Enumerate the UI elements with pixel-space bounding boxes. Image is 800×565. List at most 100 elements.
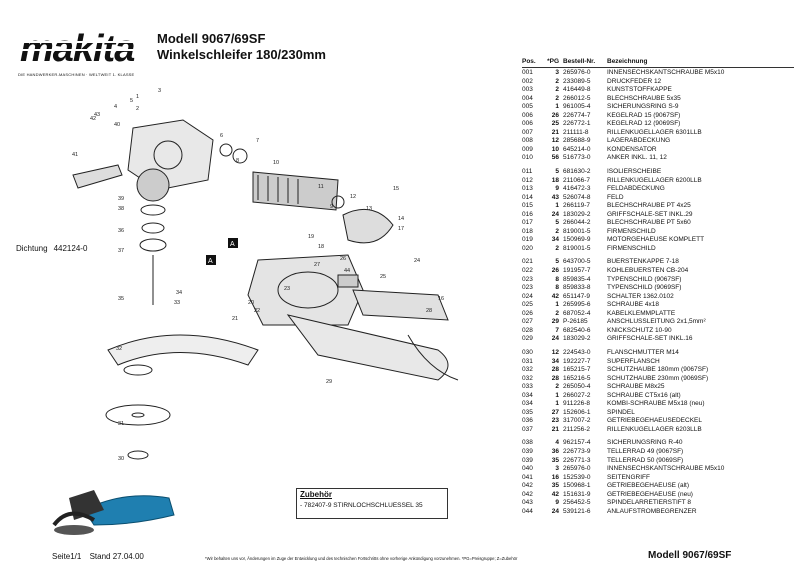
- row-pos: 043: [522, 499, 533, 507]
- row-pg: 36: [551, 447, 559, 455]
- row-pos: 036: [522, 417, 533, 425]
- row-order-no: 150969-9: [563, 236, 591, 244]
- callout-36: 36: [118, 228, 124, 234]
- callout-10: 10: [273, 160, 279, 166]
- row-description: RILLENKUGELLAGER 6200LLB: [607, 176, 702, 184]
- callout-11: 11: [318, 184, 324, 190]
- row-order-no: 819001-5: [563, 227, 591, 235]
- row-pg: 1: [555, 391, 559, 399]
- row-pg: 28: [551, 366, 559, 374]
- row-description: BLECHSCHRAUBE PT 5x60: [607, 219, 691, 227]
- row-order-no: 317007-2: [563, 417, 591, 425]
- marker-a-2: A: [208, 258, 213, 265]
- row-pg: 2: [555, 94, 559, 102]
- exploded-parts-diagram: A A 123456789101112131415161718192021222…: [72, 88, 459, 462]
- callout-27: 27: [314, 262, 320, 268]
- row-pg: 28: [551, 374, 559, 382]
- row-pos: 015: [522, 202, 533, 210]
- row-pg: 1: [555, 103, 559, 111]
- row-pg: 5: [555, 168, 559, 176]
- callout-25: 25: [380, 274, 386, 280]
- col-pos: Pos.: [522, 58, 536, 65]
- row-description: SCHRAUBE 4x18: [607, 301, 660, 309]
- row-order-no: 682540-6: [563, 326, 591, 334]
- footer-page-info: Seite1/1 Stand 27.04.00: [52, 552, 144, 561]
- row-order-no: 859835-4: [563, 275, 591, 283]
- row-pg: 21: [551, 128, 559, 136]
- callout-43: 43: [94, 112, 100, 118]
- row-pg: 3: [555, 465, 559, 473]
- row-pos: 011: [522, 168, 533, 176]
- row-order-no: 165215-7: [563, 366, 591, 374]
- row-pos: 003: [522, 86, 533, 94]
- callout-9: 9: [330, 204, 333, 210]
- row-order-no: 265050-4: [563, 383, 591, 391]
- row-pos: 035: [522, 408, 533, 416]
- row-pg: 8: [555, 275, 559, 283]
- row-order-no: 962157-4: [563, 439, 591, 447]
- row-pg: 4: [555, 439, 559, 447]
- callout-41: 41: [72, 152, 78, 158]
- row-pg: 35: [551, 456, 559, 464]
- callout-28: 28: [426, 308, 432, 314]
- callout-5: 5: [130, 98, 133, 104]
- row-description: RILLENKUGELLAGER 6203LLB: [607, 425, 702, 433]
- row-order-no: 226771-3: [563, 456, 591, 464]
- row-description: LAGERABDECKUNG: [607, 137, 671, 145]
- callout-33: 33: [174, 300, 180, 306]
- row-description: BUERSTENKAPPE 7-18: [607, 258, 679, 266]
- subtitle: Winkelschleifer 180/230mm: [157, 47, 326, 62]
- row-description: KNICKSCHUTZ 10-90: [607, 326, 672, 334]
- row-pos: 030: [522, 348, 533, 356]
- callout-32: 32: [116, 346, 122, 352]
- row-pos: 031: [522, 357, 533, 365]
- row-pg: 34: [551, 357, 559, 365]
- callout-14: 14: [398, 216, 404, 222]
- row-pg: 9: [555, 185, 559, 193]
- callout-31: 31: [118, 421, 124, 427]
- row-pos: 032: [522, 374, 533, 382]
- row-order-no: 226772-1: [563, 120, 591, 128]
- row-pg: 1: [555, 301, 559, 309]
- callout-35: 35: [118, 296, 124, 302]
- row-pos: 013: [522, 185, 533, 193]
- row-pg: 1: [555, 400, 559, 408]
- row-pos: 044: [522, 507, 533, 515]
- row-pos: 005: [522, 103, 533, 111]
- row-pg: 18: [551, 176, 559, 184]
- row-pos: 004: [522, 94, 533, 102]
- callout-17: 17: [398, 226, 404, 232]
- row-description: GRIFFSCHALE-SET INKL.29: [607, 210, 693, 218]
- callout-2: 2: [136, 106, 139, 112]
- row-pg: 2: [555, 86, 559, 94]
- row-description: SICHERUNGSRING S-9: [607, 103, 679, 111]
- row-description: FIRMENSCHILD: [607, 227, 656, 235]
- row-pos: 008: [522, 137, 533, 145]
- col-description: Bezeichnung: [607, 58, 648, 65]
- row-description: TYPENSCHILD (9067SF): [607, 275, 682, 283]
- callout-4: 4: [114, 104, 117, 110]
- brand-slogan: DIE HANDWERKER-MASCHINEN · WELTWEIT 1. K…: [18, 72, 135, 77]
- row-description: KONDENSATOR: [607, 145, 657, 153]
- row-description: DRUCKFEDER 12: [607, 77, 662, 85]
- row-order-no: 687052-4: [563, 309, 591, 317]
- row-pos: 006: [522, 120, 533, 128]
- row-description: BLECHSCHRAUBE 5x35: [607, 94, 681, 102]
- row-pos: 019: [522, 236, 533, 244]
- accessories-title: Zubehör: [300, 490, 332, 499]
- row-order-no: 152539-0: [563, 473, 591, 481]
- callout-39: 39: [118, 196, 124, 202]
- row-order-no: 265995-6: [563, 301, 591, 309]
- row-description: KABELKLEMMPLATTE: [607, 309, 676, 317]
- row-description: SCHALTER 1362.0102: [607, 292, 674, 300]
- row-order-no: 165216-5: [563, 374, 591, 382]
